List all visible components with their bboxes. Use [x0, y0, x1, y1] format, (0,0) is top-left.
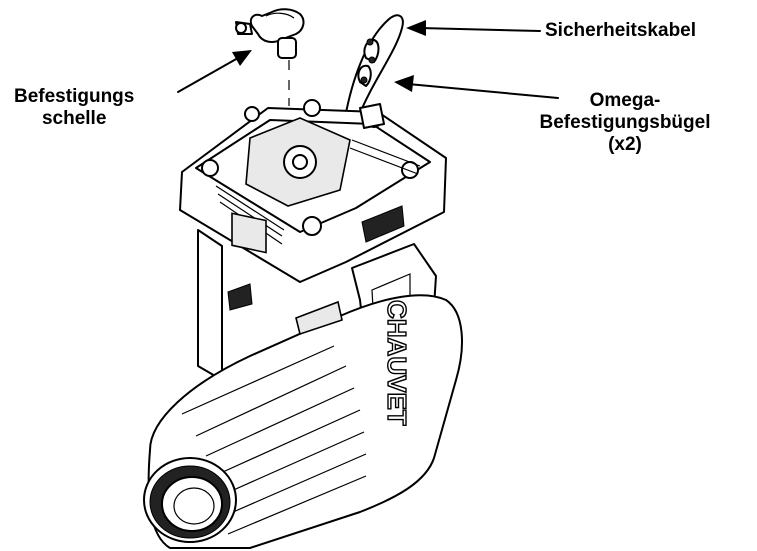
- label-omega-bracket-line3: (x2): [608, 134, 642, 155]
- label-omega-bracket-line1: Omega-: [589, 90, 661, 111]
- label-omega-bracket-line2: Befestigungsbügel: [539, 112, 711, 133]
- arrow-safety-cable: [406, 20, 541, 36]
- yoke-base: [179, 99, 447, 283]
- arrow-omega-bracket: [394, 75, 559, 99]
- mounting-clamp: [235, 8, 305, 106]
- label-omega-bracket: Omega- Befestigungsbügel (x2): [505, 90, 745, 156]
- front-lens: [143, 457, 237, 543]
- label-mounting-clamp: Befestigungs schelle: [14, 86, 134, 130]
- safety-cable: [344, 14, 404, 119]
- label-mounting-clamp-line1: Befestigungs: [14, 86, 135, 107]
- label-mounting-clamp-line2: schelle: [41, 108, 107, 129]
- brand-logo: CHAUVET: [382, 300, 412, 426]
- arrow-clamp: [177, 50, 252, 93]
- label-safety-cable: Sicherheitskabel: [545, 20, 697, 41]
